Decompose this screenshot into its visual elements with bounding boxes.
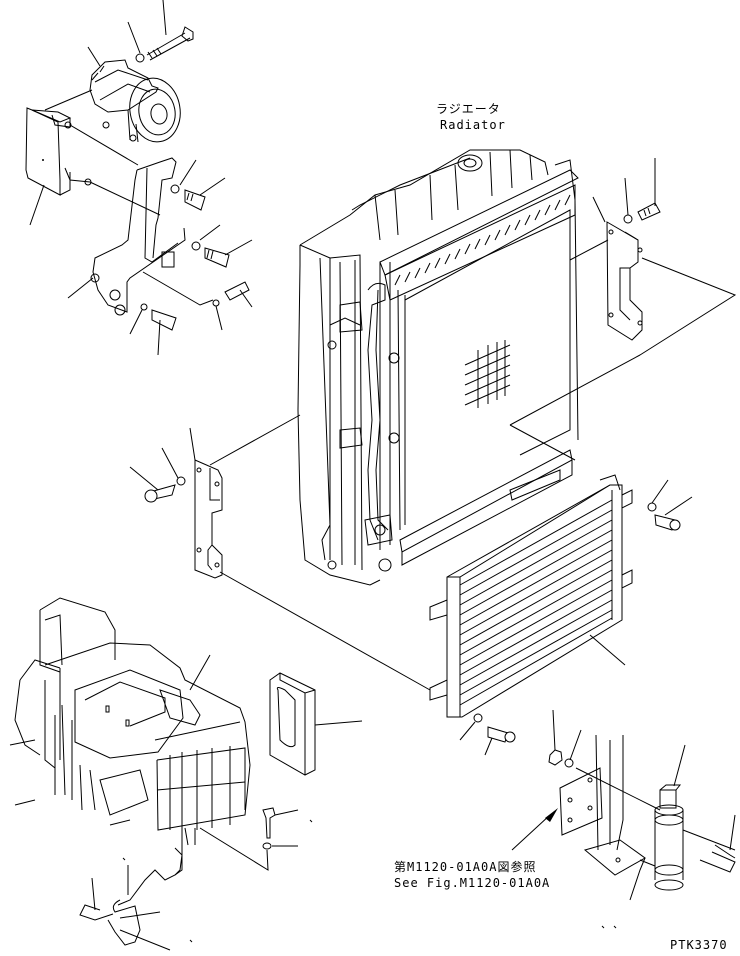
radiator-label-jp: ラジエータ bbox=[436, 102, 501, 116]
filter bbox=[269, 672, 363, 776]
radiator-right-bracket bbox=[509, 158, 737, 426]
reference-note-en: See Fig.M1120-01A0A bbox=[394, 876, 551, 890]
radiator-left-bracket bbox=[129, 414, 431, 691]
radiator-label-en: Radiator bbox=[440, 118, 506, 132]
condenser bbox=[429, 474, 693, 756]
bracket-hardware bbox=[129, 159, 253, 356]
drawing-code: PTK3370 bbox=[670, 938, 728, 952]
compressor-bracket bbox=[25, 107, 214, 316]
reference-note-jp: 第M1120-01A0A図参照 bbox=[394, 860, 537, 874]
ac-hardware bbox=[79, 807, 313, 951]
air-conditioner-unit bbox=[9, 597, 251, 906]
radiator bbox=[297, 149, 579, 586]
receiver-dryer bbox=[511, 709, 736, 929]
compressor bbox=[44, 0, 194, 143]
